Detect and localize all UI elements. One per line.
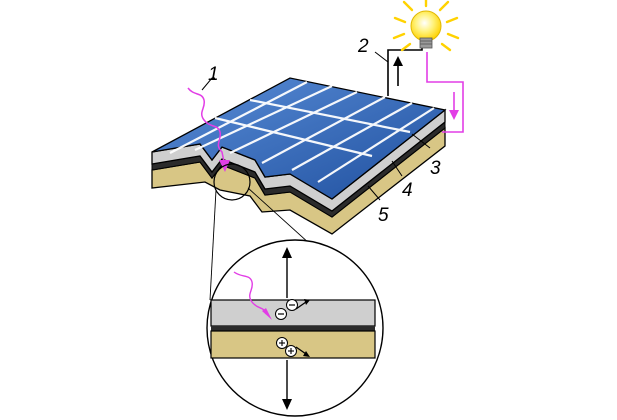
label-layer-bottom: 5 [378, 205, 389, 226]
zoom-source-circle [213, 163, 251, 201]
electron-minus-icon [275, 299, 310, 320]
zoom-detail-circle [206, 239, 384, 417]
panel-grid-lines [169, 81, 435, 183]
label-wire: 2 [357, 36, 369, 57]
leader-lines [201, 51, 431, 201]
label-layer-junction: 4 [402, 180, 413, 201]
solar-panel-surface [151, 77, 447, 200]
current-arrow-down [449, 92, 459, 120]
hole-plus-icon [276, 337, 310, 357]
circuit-wire-magenta [426, 52, 464, 133]
label-layer-top: 3 [430, 158, 441, 179]
label-photon: 1 [208, 64, 219, 85]
light-bulb-icon [392, 0, 460, 52]
current-arrow-up [393, 56, 403, 86]
